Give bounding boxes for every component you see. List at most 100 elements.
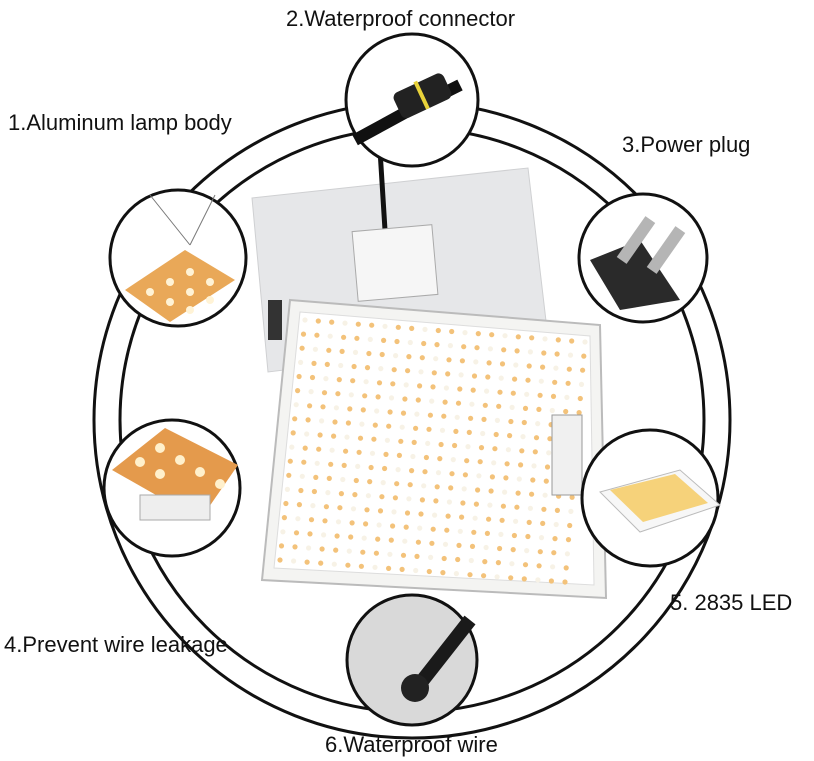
led-dot (390, 523, 396, 529)
led-dot (464, 458, 470, 464)
led-dot (319, 418, 325, 424)
led-dot (518, 462, 524, 468)
led-dot (353, 477, 359, 484)
led-dot (314, 460, 320, 466)
led-dot (459, 358, 465, 364)
led-dot (426, 426, 432, 432)
led-dot (485, 374, 491, 380)
led-dot (433, 498, 439, 504)
led-dot (403, 524, 409, 530)
led-dot (515, 490, 521, 496)
led-dot (470, 387, 476, 393)
led-dot (491, 460, 497, 466)
led-dot (441, 413, 447, 419)
led-dot (467, 572, 473, 578)
led-dot (469, 401, 475, 407)
led-dot (399, 566, 405, 573)
led-dot (388, 537, 394, 543)
led-dot (473, 501, 479, 507)
led-dot (432, 512, 438, 518)
led-dot (554, 351, 560, 357)
led-dot (482, 402, 488, 408)
led-dot (344, 434, 350, 440)
led-dot (394, 338, 400, 345)
led-dot (324, 361, 330, 367)
led-dot (449, 328, 455, 335)
led-dot (280, 529, 286, 535)
led-dot (498, 531, 504, 538)
led-dot (311, 488, 317, 495)
led-dot (537, 549, 543, 555)
led-dot (547, 436, 553, 442)
led-dot (529, 491, 535, 497)
led-dot (549, 407, 555, 414)
led-dot (543, 478, 549, 484)
led-dot (502, 333, 508, 339)
led-dot (530, 477, 536, 483)
led-dot (296, 373, 302, 380)
led-dot (581, 353, 587, 359)
led-dot (473, 359, 479, 365)
led-dot (386, 423, 392, 429)
led-dot (419, 497, 425, 503)
led-dot (552, 379, 558, 385)
led-dot (289, 444, 295, 450)
led-dot (372, 422, 378, 428)
power-plug-detail (577, 192, 709, 324)
led-dot (565, 537, 572, 543)
led-dot (496, 403, 502, 409)
led-dot (366, 350, 372, 357)
led-dot (379, 494, 385, 500)
led-dot (348, 534, 354, 540)
led-dot (363, 521, 369, 527)
led-dot (376, 522, 382, 528)
led-dot (350, 378, 356, 384)
led-dot (313, 474, 319, 480)
led-dot (338, 491, 344, 497)
led-dot (318, 560, 324, 566)
led-dot (354, 335, 360, 341)
led-dot (454, 414, 460, 420)
led-dot (452, 442, 458, 449)
led-dot (360, 407, 366, 413)
led-dot (508, 575, 514, 581)
led-dot (345, 420, 351, 426)
led-dot (442, 399, 448, 405)
led-dot (457, 528, 463, 534)
led-dot (378, 366, 384, 372)
led-dot (293, 530, 300, 536)
label-aluminum-lamp-body: 1.Aluminum lamp body (8, 110, 232, 135)
led-dot (394, 481, 400, 487)
led-dot (329, 319, 335, 325)
led-dot (342, 320, 348, 326)
led-dot (302, 445, 308, 451)
led-dot (315, 318, 321, 324)
led-dot (471, 529, 477, 535)
led-dot (438, 441, 444, 448)
led-dot (542, 492, 548, 498)
led-dot (503, 475, 509, 481)
led-dot (414, 553, 420, 560)
led-dot (461, 344, 467, 350)
led-dot (331, 561, 337, 567)
led-dot (414, 411, 420, 417)
led-dot (520, 434, 526, 440)
led-dot (455, 400, 462, 406)
led-dot (377, 508, 384, 514)
led-dot (406, 354, 412, 360)
led-dot (536, 563, 542, 569)
led-dot (320, 404, 326, 410)
led-dot (286, 472, 292, 478)
led-dot (569, 338, 575, 344)
led-dot (533, 435, 540, 441)
led-dot (304, 559, 310, 565)
led-dot (321, 390, 328, 396)
led-dot (487, 502, 493, 508)
led-dot (502, 489, 508, 495)
led-dot (498, 375, 504, 381)
led-dot (356, 449, 362, 455)
led-dot (395, 467, 401, 473)
led-dot (400, 410, 407, 416)
led-dot (328, 461, 334, 467)
